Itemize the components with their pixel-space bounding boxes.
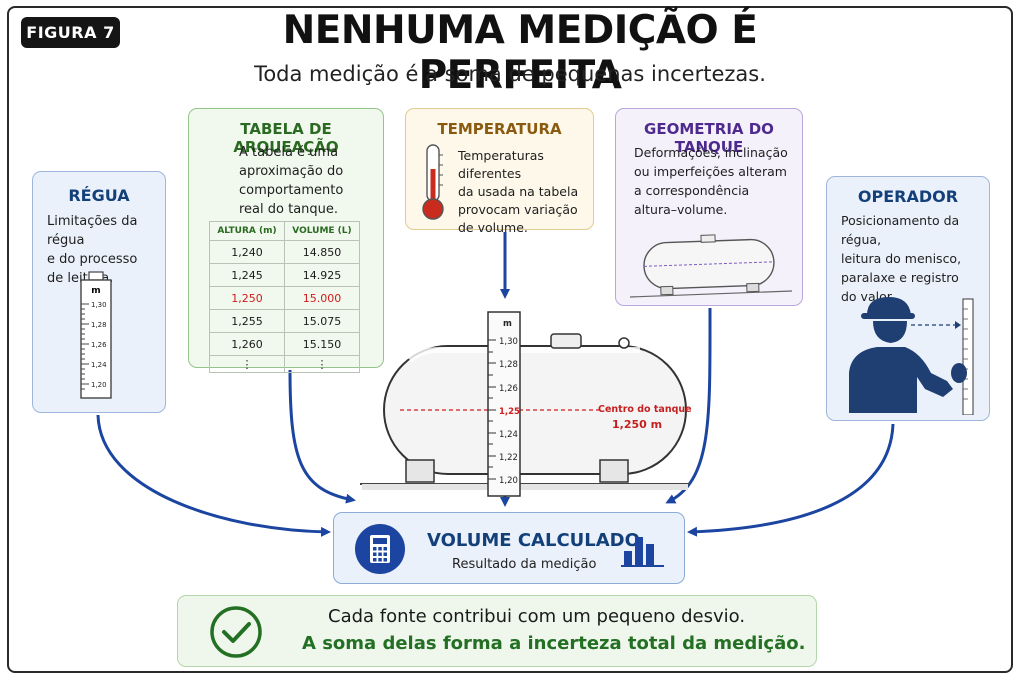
card-tabela-line: A tabela é uma (239, 145, 339, 160)
tilted-tank-icon (629, 234, 793, 298)
card-temperatura-line: da usada na tabela (458, 184, 579, 199)
card-regua-line: Limitações da régua (47, 214, 138, 248)
card-regua-line: e do processo (47, 252, 138, 267)
check-circle-icon (210, 606, 262, 658)
table-cell: 1,250 (209, 286, 285, 310)
card-geometria-heading: GEOMETRIA DO TANQUE (644, 120, 774, 156)
bar-chart-icon (621, 537, 664, 567)
ruler-tick-label: 1,24 (91, 361, 107, 369)
card-geometria-line: ou imperfeições alteram (634, 164, 787, 179)
arrow-geometria (665, 307, 712, 504)
tank-ruler-tick-center: 1,25 (499, 407, 520, 417)
ruler-tick-label: 1,20 (91, 381, 107, 389)
card-operador: OPERADOR Posicionamento da régua, leitur… (826, 176, 990, 421)
page-subtitle: Toda medição é a soma de pequenas incert… (254, 62, 766, 86)
card-regua: RÉGUA Limitações da régua e do processo … (32, 171, 166, 413)
calculator-icon (355, 524, 405, 574)
ruler-tick-label: 1,30 (91, 301, 107, 309)
card-operador-line: paralaxe e registro (841, 270, 959, 285)
card-regua-heading: RÉGUA (68, 186, 130, 205)
card-temperatura-line: de volume. (458, 220, 528, 235)
conclusion-line-1: Cada fonte contribui com um pequeno desv… (328, 606, 746, 627)
table-cell: 14.925 (283, 263, 361, 287)
card-geometria-line: altura–volume. (634, 202, 728, 217)
card-temperatura: TEMPERATURA Temperaturas diferentes da u… (405, 108, 594, 235)
result-subtitle: Resultado da medição (452, 557, 597, 572)
card-geometria-text: Deformações, inclinação ou imperfeições … (634, 143, 796, 219)
table-cell: ⋮ (283, 355, 361, 373)
tank-ruler-tick: 1,20 (499, 476, 518, 486)
tank-center-label: Centro do tanque (598, 404, 692, 415)
card-tabela-line: comportamento (239, 183, 344, 198)
arrow-tabela (288, 369, 356, 504)
card-tabela-text: A tabela é uma aproximação do comportame… (239, 143, 369, 219)
operator-icon (849, 297, 974, 415)
card-tabela-line: aproximação do (239, 164, 344, 179)
card-tabela-line: real do tanque. (239, 202, 339, 217)
table-cell: 15.000 (283, 286, 361, 310)
card-tabela: TABELA DE ARQUEAÇÃO A tabela é uma aprox… (188, 108, 384, 373)
ruler-tick-label: 1,28 (91, 321, 107, 329)
thermometer-icon (422, 144, 444, 220)
tank-ruler-tick: 1,24 (499, 430, 518, 440)
table-cell: 1,240 (209, 240, 285, 264)
card-geometria: GEOMETRIA DO TANQUE Deformações, inclina… (615, 108, 803, 306)
ruler-icon: m 1,30 1,28 1,26 1,24 1,20 (80, 271, 112, 399)
tank-ruler-tick: 1,26 (499, 384, 518, 394)
table-cell: 15.150 (283, 332, 361, 356)
figure-label: FIGURA 7 (21, 17, 120, 48)
result-title: VOLUME CALCULADO (427, 530, 640, 551)
ruler-tick-label: 1,26 (91, 341, 107, 349)
result-box: VOLUME CALCULADO Resultado da medição (333, 512, 685, 584)
card-geometria-line: a correspondência (634, 183, 750, 198)
ruler-unit: m (91, 286, 100, 296)
figure-frame (7, 6, 1013, 673)
card-geometria-line: Deformações, inclinação (634, 145, 788, 160)
tank-ruler-tick: 1,28 (499, 360, 518, 370)
card-temperatura-text: Temperaturas diferentes da usada na tabe… (458, 147, 588, 237)
conclusion-box: Cada fonte contribui com um pequeno desv… (177, 595, 817, 667)
tank-center-value: 1,250 m (612, 418, 663, 431)
table-cell: 1,255 (209, 309, 285, 333)
card-operador-line: leitura do menisco, (841, 251, 962, 266)
card-temperatura-heading: TEMPERATURA (437, 120, 562, 138)
tank-ruler-unit: m (503, 319, 512, 329)
tank-ruler-tick: 1,22 (499, 453, 518, 463)
table-row: ⋮⋮ (209, 355, 361, 373)
card-operador-line: Posicionamento da régua, (841, 213, 960, 247)
tank-ruler-tick: 1,30 (499, 337, 518, 347)
card-operador-heading: OPERADOR (857, 187, 959, 206)
page-title: NENHUMA MEDIÇÃO É PERFEITA (282, 8, 758, 98)
arrow-regua (96, 414, 331, 537)
card-temperatura-line: provocam variação (458, 202, 578, 217)
card-temperatura-line: Temperaturas diferentes (458, 148, 544, 181)
arrow-operador (687, 423, 895, 537)
card-tabela-heading: TABELA DE ARQUEAÇÃO (233, 120, 339, 156)
conclusion-line-2: A soma delas forma a incerteza total da … (302, 633, 806, 654)
